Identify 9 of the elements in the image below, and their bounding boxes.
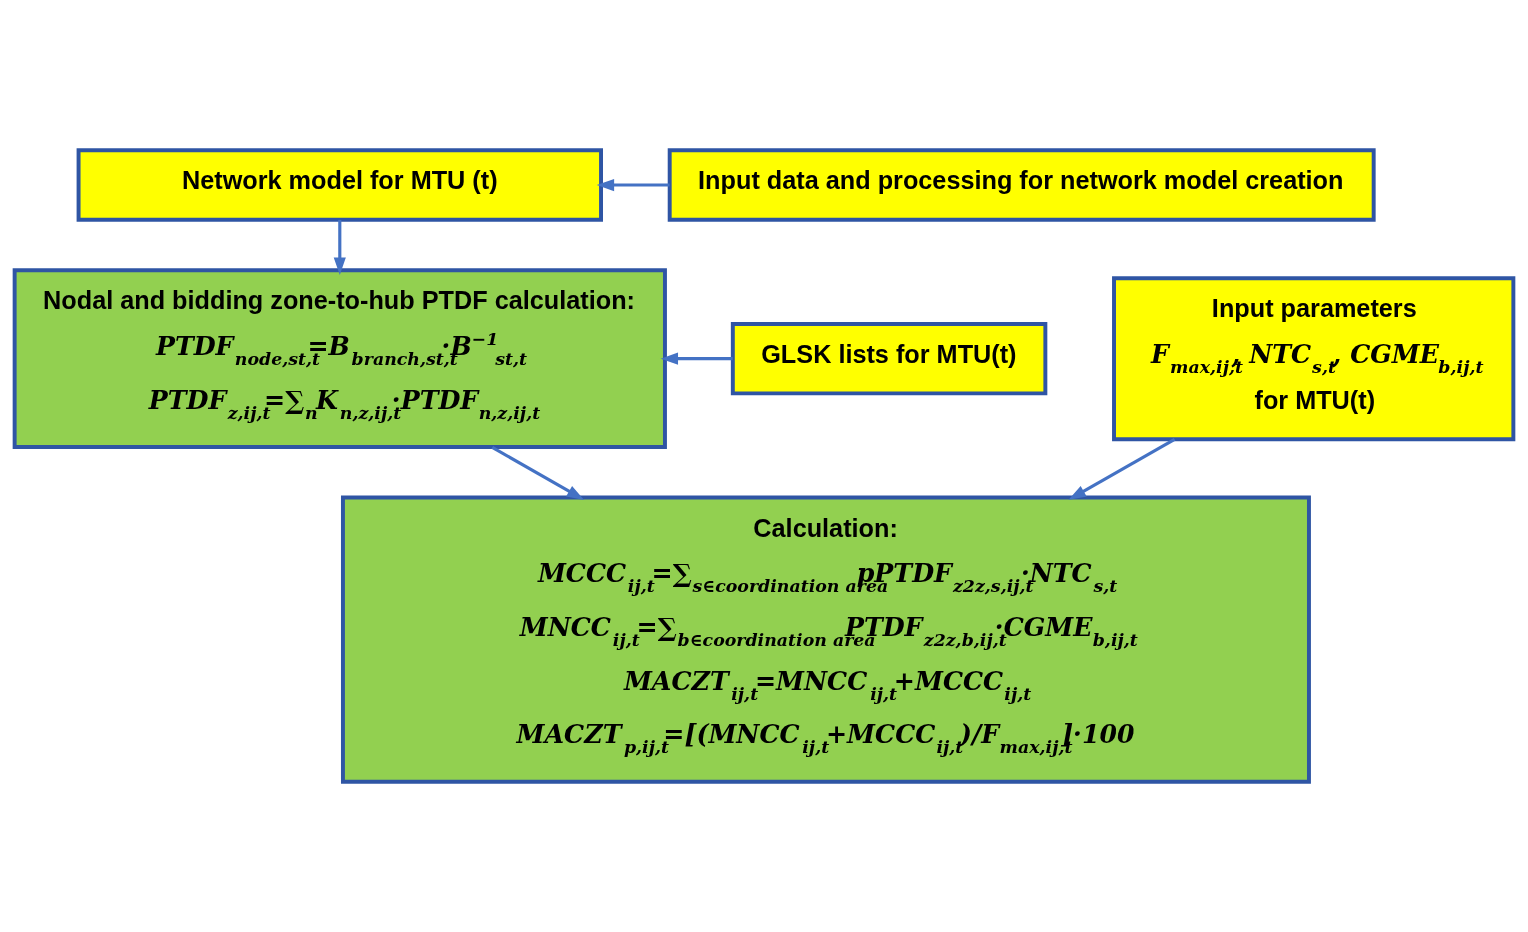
arrow <box>596 178 670 192</box>
node-box: Network model for MTU (t) <box>76 148 603 222</box>
node-box: Input parameters F$_{max,ij,t}$, NTC$_{s,t}$, CGME$_{b,ij,t}$ for MTU(t) <box>1112 276 1516 442</box>
arrow <box>333 219 346 275</box>
node-box: Input data and processing for network model creation <box>667 148 1376 222</box>
arrow <box>491 446 585 500</box>
node-box: GLSK lists for MTU(t) <box>730 321 1048 396</box>
arrow <box>660 352 733 365</box>
arrow <box>1068 438 1176 500</box>
